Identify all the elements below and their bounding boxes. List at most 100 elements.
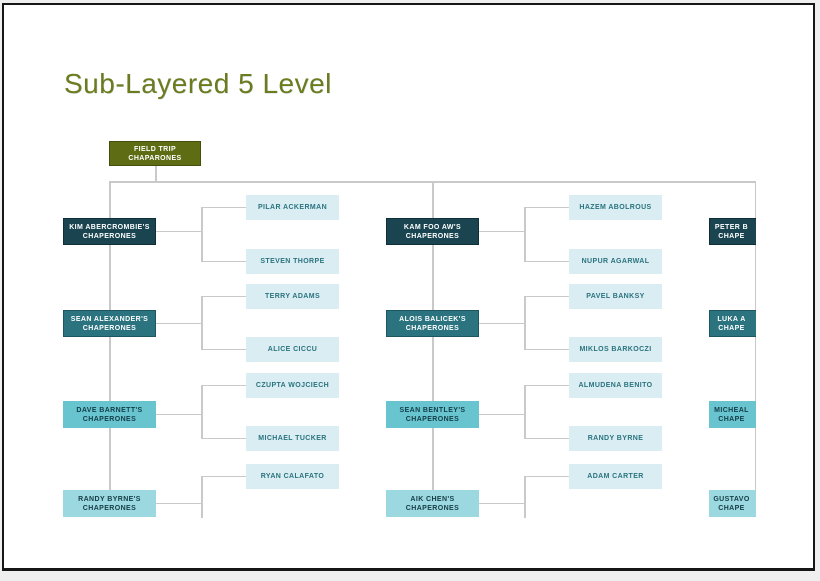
org-node-label: SEAN BENTLEY'S bbox=[399, 406, 466, 414]
connector-line bbox=[201, 384, 246, 387]
connector-line bbox=[156, 413, 201, 416]
org-node-label: PAVEL BANKSY bbox=[586, 293, 645, 300]
connector-line bbox=[201, 260, 246, 263]
connector-line bbox=[524, 206, 569, 209]
org-node-label: CHAPE bbox=[718, 324, 745, 332]
org-node-child[interactable]: RYAN CALAFATO bbox=[246, 464, 339, 489]
org-node-child[interactable]: HAZEM ABOLROUS bbox=[569, 195, 662, 220]
org-node-child[interactable]: NUPUR AGARWAL bbox=[569, 249, 662, 274]
org-node-label: HAZEM ABOLROUS bbox=[579, 204, 652, 211]
connector-line bbox=[479, 413, 524, 416]
org-node-child[interactable]: MIKLOS BARKOCZI bbox=[569, 337, 662, 362]
connector-line bbox=[156, 502, 201, 505]
org-node-label: CHAPERONES bbox=[405, 232, 460, 240]
org-node-label: MIKLOS BARKOCZI bbox=[579, 346, 652, 353]
connector-line bbox=[524, 348, 569, 351]
connector-line bbox=[524, 295, 526, 351]
org-node-label: CHAPE bbox=[718, 504, 745, 512]
org-node-child[interactable]: MICHAEL TUCKER bbox=[246, 426, 339, 451]
connector-line bbox=[156, 230, 201, 233]
connector-line bbox=[524, 384, 569, 387]
connector-line bbox=[155, 166, 157, 181]
connector-line bbox=[201, 384, 203, 440]
connector-line bbox=[432, 181, 434, 504]
org-node-child[interactable]: PAVEL BANKSY bbox=[569, 284, 662, 309]
connector-line bbox=[524, 475, 526, 518]
org-node-label: LUKA A bbox=[717, 315, 746, 323]
org-node-label: MICHEAL bbox=[714, 406, 749, 414]
connector-line bbox=[755, 181, 756, 504]
org-node-label: RANDY BYRNE'S bbox=[78, 495, 141, 503]
org-node-label: KIM ABERCROMBIE'S bbox=[69, 223, 150, 231]
org-node-label: CHAPE bbox=[718, 232, 745, 240]
org-node-child[interactable]: RANDY BYRNE bbox=[569, 426, 662, 451]
org-node-label: STEVEN THORPE bbox=[260, 258, 325, 265]
org-node-label: GUSTAVO bbox=[713, 495, 750, 503]
connector-line bbox=[201, 295, 246, 298]
org-node-label: NUPUR AGARWAL bbox=[581, 258, 650, 265]
org-node-label: CHAPERONES bbox=[405, 504, 460, 512]
org-node-label: CZUPTA WOJCIECH bbox=[255, 382, 330, 389]
org-node-label: CHAPERONES bbox=[405, 324, 460, 332]
org-node-child[interactable]: ALICE CICCU bbox=[246, 337, 339, 362]
org-node-label: CHAPERONES bbox=[405, 415, 460, 423]
connector-line bbox=[201, 348, 246, 351]
org-node-child[interactable]: ADAM CARTER bbox=[569, 464, 662, 489]
org-node-label: AIK CHEN'S bbox=[410, 495, 455, 503]
connector-line bbox=[524, 206, 526, 263]
org-node-label: ALOIS BALICEK'S bbox=[399, 315, 466, 323]
org-node-label: CHAPERONES bbox=[82, 324, 137, 332]
org-node-child[interactable]: STEVEN THORPE bbox=[246, 249, 339, 274]
org-node-child[interactable]: TERRY ADAMS bbox=[246, 284, 339, 309]
org-node-label: ALMUDENA BENITO bbox=[578, 382, 653, 389]
connector-line bbox=[524, 295, 569, 298]
org-node-label: RANDY BYRNE bbox=[587, 435, 644, 442]
connector-line bbox=[201, 437, 246, 440]
org-node-label: KAM FOO AW'S bbox=[403, 223, 462, 231]
org-node-child[interactable]: CZUPTA WOJCIECH bbox=[246, 373, 339, 398]
org-node-label: ADAM CARTER bbox=[587, 473, 644, 480]
org-node-label: PETER B bbox=[714, 223, 749, 231]
org-node-child[interactable]: PILAR ACKERMAN bbox=[246, 195, 339, 220]
connector-line bbox=[524, 475, 569, 478]
org-node-label: SEAN ALEXANDER'S bbox=[70, 315, 149, 323]
org-node-label: CHAPERONES bbox=[82, 232, 137, 240]
connector-line bbox=[201, 206, 203, 263]
org-node-label: FIELD TRIP bbox=[133, 145, 177, 153]
org-node-label: RYAN CALAFATO bbox=[260, 473, 325, 480]
org-node-label: MICHAEL TUCKER bbox=[258, 435, 327, 442]
connector-line bbox=[524, 384, 526, 440]
org-node-label: CHAPE bbox=[718, 415, 745, 423]
org-node-label: ALICE CICCU bbox=[267, 346, 318, 353]
org-node-label: DAVE BARNETT'S bbox=[76, 406, 143, 414]
org-node-label: CHAPERONES bbox=[82, 504, 137, 512]
connector-line bbox=[479, 230, 524, 233]
page-title: Sub-Layered 5 Level bbox=[64, 68, 332, 99]
org-node-label: TERRY ADAMS bbox=[264, 293, 321, 300]
connector-line bbox=[201, 475, 203, 518]
connector-line bbox=[201, 295, 203, 351]
connector-line bbox=[524, 260, 569, 263]
org-node-child[interactable]: ALMUDENA BENITO bbox=[569, 373, 662, 398]
org-node-label: CHAPARONES bbox=[128, 154, 182, 162]
connector-line bbox=[156, 322, 201, 325]
connector-line bbox=[479, 502, 524, 505]
connector-line bbox=[201, 206, 246, 209]
connector-line bbox=[201, 475, 246, 478]
connector-line bbox=[109, 181, 111, 504]
